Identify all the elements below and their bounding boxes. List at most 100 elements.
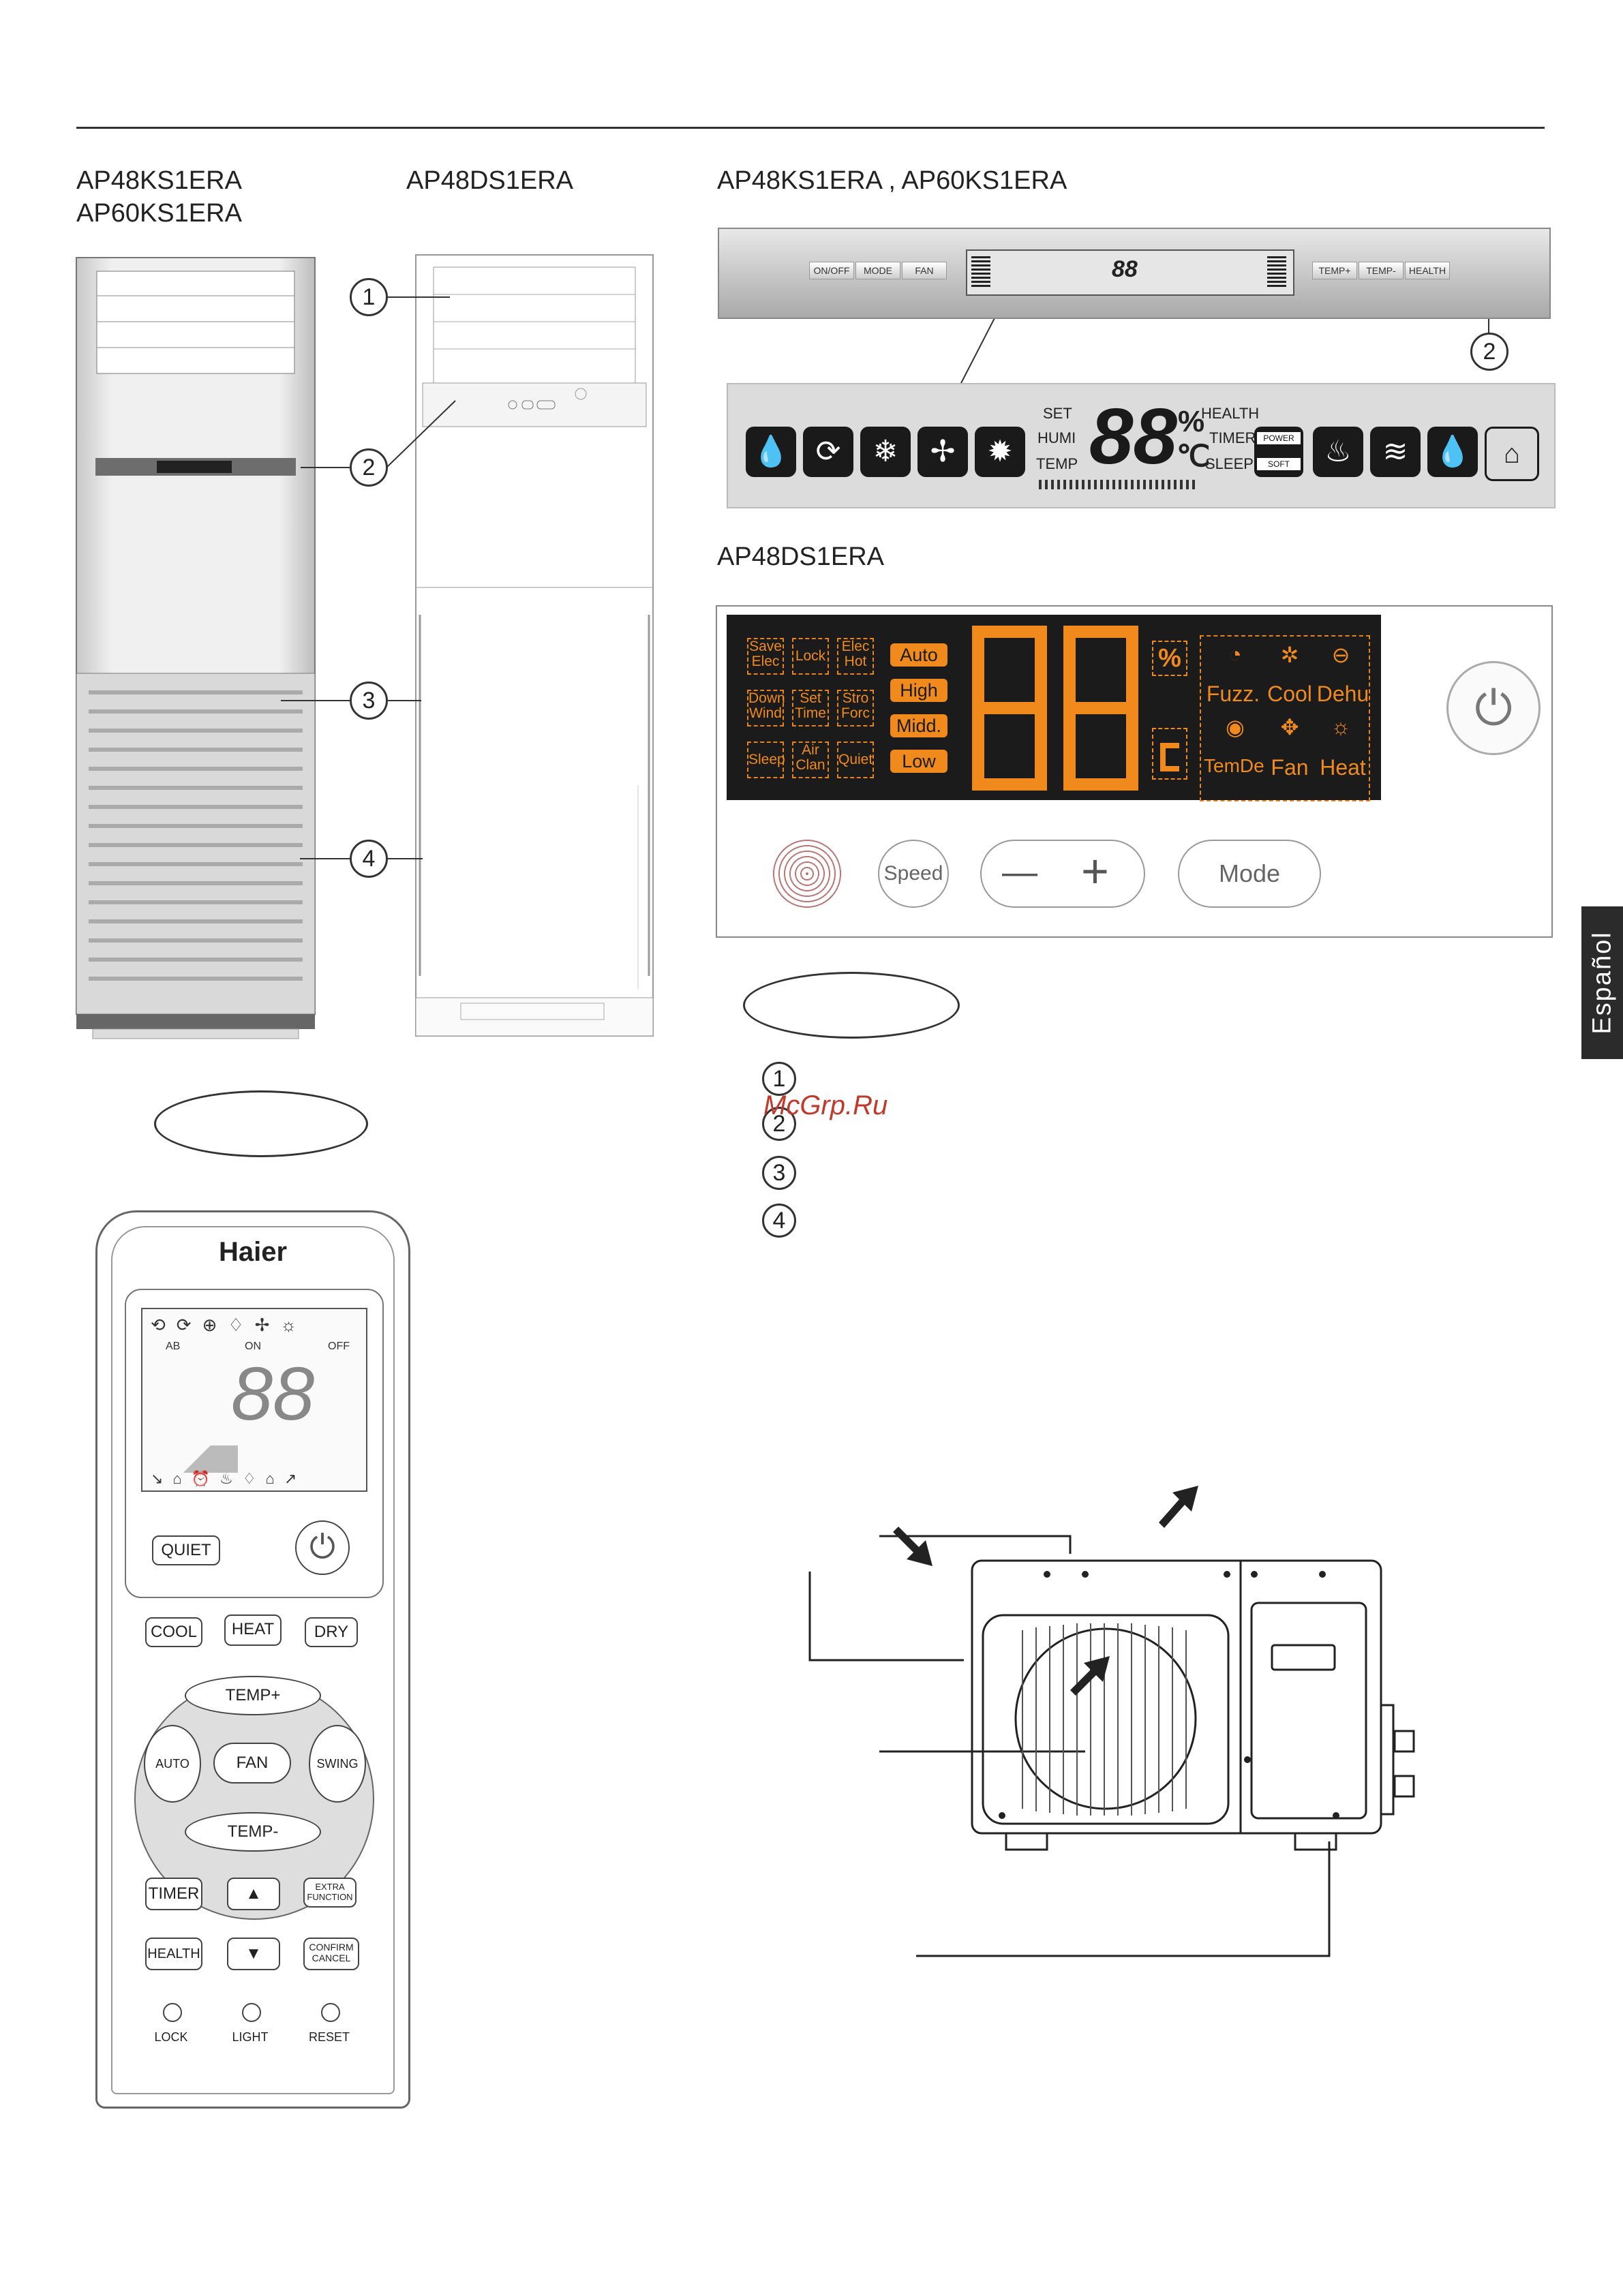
ds-tag-quiet: Quiet [837, 741, 874, 778]
remote-swing-button[interactable]: SWING [309, 1725, 366, 1803]
ds-fuzzy-icon: ◔ [1228, 642, 1242, 667]
ds-mode-fuzz: Fuzz. [1206, 682, 1260, 706]
ds-mode-box [1200, 635, 1370, 801]
ds-speed-low: Low [890, 750, 947, 773]
model-heading-ks60: AP60KS1ERA [76, 199, 242, 228]
remote-dry-button[interactable]: DRY [305, 1617, 358, 1647]
ds-plus-button[interactable]: + [1081, 844, 1109, 898]
ds-mode-temde: TemDe [1204, 755, 1264, 776]
ds-tag-sleep: Sleep [747, 741, 785, 778]
model-heading-ds-panel: AP48DS1ERA [717, 542, 885, 571]
ks-temp-minus-button[interactable]: TEMP- [1359, 262, 1404, 279]
remote-confirm-label: CONFIRM [309, 1942, 354, 1953]
ds-mode-cool: Cool [1267, 682, 1312, 706]
house-fresh-air-icon: ⌂ [1485, 427, 1539, 481]
ds-minus-button[interactable]: — [1002, 853, 1037, 892]
model-heading-ds48: AP48DS1ERA [406, 166, 574, 195]
power-soft-icon: POWER SOFT [1254, 427, 1303, 477]
section-oval-right [743, 972, 960, 1039]
ds-speed-high: High [890, 679, 947, 702]
ds-heat-icon: ☼ [1331, 714, 1351, 739]
ds-speed-auto: Auto [890, 643, 947, 667]
remote-power-button[interactable]: ⏻ [295, 1520, 350, 1575]
remote-reset-label: RESET [308, 2030, 350, 2044]
remote-down-button[interactable]: ▼ [227, 1938, 280, 1970]
model-heading-ks48: AP48KS1ERA [76, 166, 242, 195]
ks-health-button[interactable]: HEALTH [1405, 262, 1450, 279]
ds-temp-rocker: — + [980, 840, 1145, 908]
remote-lcd-digits: 88 [231, 1352, 315, 1436]
ks-mini-lcd-bars-right [1267, 256, 1286, 288]
ks-temp-plus-button[interactable]: TEMP+ [1312, 262, 1357, 279]
remote-light-button[interactable] [242, 2003, 261, 2022]
remote-lcd: ⟲⟳⊕♢✢☼ AB ON OFF 88 ↘⌂⏰♨♢⌂↗ [141, 1308, 367, 1492]
health-drop-icon: 💧 [1427, 427, 1478, 477]
ks-label-temp: TEMP [1036, 455, 1078, 472]
ds-ir-receiver [772, 838, 843, 909]
ds-mode-dehu: Dehu [1316, 682, 1369, 706]
list-num-4: 4 [762, 1204, 796, 1238]
callout-2: 2 [350, 448, 388, 487]
remote-inner-outline [111, 1226, 395, 2094]
list-num-1: 1 [762, 1062, 796, 1096]
remote-lcd-frame [125, 1289, 384, 1598]
ks-label-humi: HUMI [1037, 429, 1076, 446]
heat-sun-icon: ✹ [975, 427, 1025, 477]
ds-speed-button[interactable]: Speed [878, 840, 949, 908]
remote-timer-button[interactable]: TIMER [145, 1878, 202, 1910]
remote-light-label: LIGHT [232, 2030, 269, 2044]
header-rule [76, 127, 1545, 129]
ds-mode-button[interactable]: Mode [1178, 840, 1321, 908]
ds-celsius-indicator [1152, 728, 1187, 780]
ks-fan-button[interactable]: FAN [902, 262, 947, 279]
soft-label: SOFT [1257, 458, 1301, 470]
ds-tag-air-clan: Air Clan [792, 741, 829, 778]
ds-tag-save-elec: Save Elec [747, 638, 784, 675]
language-tab-label: Español [1588, 931, 1616, 1035]
remote-quiet-button[interactable]: QUIET [152, 1535, 220, 1565]
power-label: POWER [1257, 432, 1301, 444]
remote-temp-plus-button[interactable]: TEMP+ [185, 1676, 321, 1715]
ks-mini-lcd-digits: 88 [1112, 256, 1138, 282]
remote-reset-button[interactable] [321, 2003, 340, 2022]
ks-lcd-celsius: ℃ [1177, 440, 1211, 473]
list-num-3: 3 [762, 1156, 796, 1190]
ks-mode-button[interactable]: MODE [855, 262, 900, 279]
ds-tag-lock: Lock [792, 638, 829, 675]
remote-up-button[interactable]: ▲ [227, 1878, 280, 1910]
remote-brand: Haier [218, 1237, 288, 1267]
remote-cancel-label: CANCEL [312, 1953, 351, 1963]
ds-lcd: Save Elec Down Wind Sleep Lock Set Time … [727, 615, 1381, 801]
remote-extra-function-button[interactable]: EXTRA FUNCTION [303, 1878, 357, 1908]
ds-power-button[interactable]: ⏻ [1446, 661, 1541, 755]
remote-cool-button[interactable]: COOL [145, 1617, 202, 1647]
remote-fan-button[interactable]: FAN [213, 1743, 291, 1784]
remote-lock-label: LOCK [154, 2030, 188, 2044]
remote-health-button[interactable]: HEALTH [145, 1938, 202, 1970]
ks-label-health: HEALTH [1201, 405, 1260, 422]
indoor-unit-ds-drawing [415, 254, 654, 1037]
remote-lcd-mode-icons: ⟲⟳⊕♢✢☼ [151, 1315, 308, 1335]
auto-cycle-icon: ⟳ [803, 427, 853, 477]
ds-cool-icon: ✲ [1280, 643, 1299, 667]
dehumidify-icon: 💧 [746, 427, 796, 477]
remote-auto-button[interactable]: AUTO [144, 1725, 201, 1803]
remote-temp-minus-button[interactable]: TEMP- [185, 1812, 321, 1852]
ds-temde-icon: ◉ [1226, 715, 1245, 739]
ds-control-panel: Save Elec Down Wind Sleep Lock Set Time … [716, 605, 1553, 938]
ks-onoff-button[interactable]: ON/OFF [809, 262, 854, 279]
ds-tag-down-wind: Down Wind [747, 690, 785, 726]
list-num-2: 2 [762, 1107, 796, 1141]
ds-percent-indicator: % [1152, 641, 1187, 676]
ks-label-sleep: SLEEP [1205, 455, 1254, 472]
ds-mode-fan: Fan [1271, 755, 1309, 780]
remote-heat-button[interactable]: HEAT [224, 1614, 282, 1646]
indoor-unit-ks-drawing [76, 257, 316, 1039]
outdoor-unit-drawing [808, 1486, 1415, 1957]
remote-confirm-cancel-button[interactable]: CONFIRM CANCEL [303, 1938, 359, 1970]
model-heading-ks-panel: AP48KS1ERA , AP60KS1ERA [717, 166, 1067, 195]
ks-lcd-scale [1039, 480, 1196, 489]
callout-4: 4 [350, 840, 388, 878]
remote-lock-button[interactable] [163, 2003, 182, 2022]
watermark: McGrp.Ru [763, 1090, 888, 1120]
